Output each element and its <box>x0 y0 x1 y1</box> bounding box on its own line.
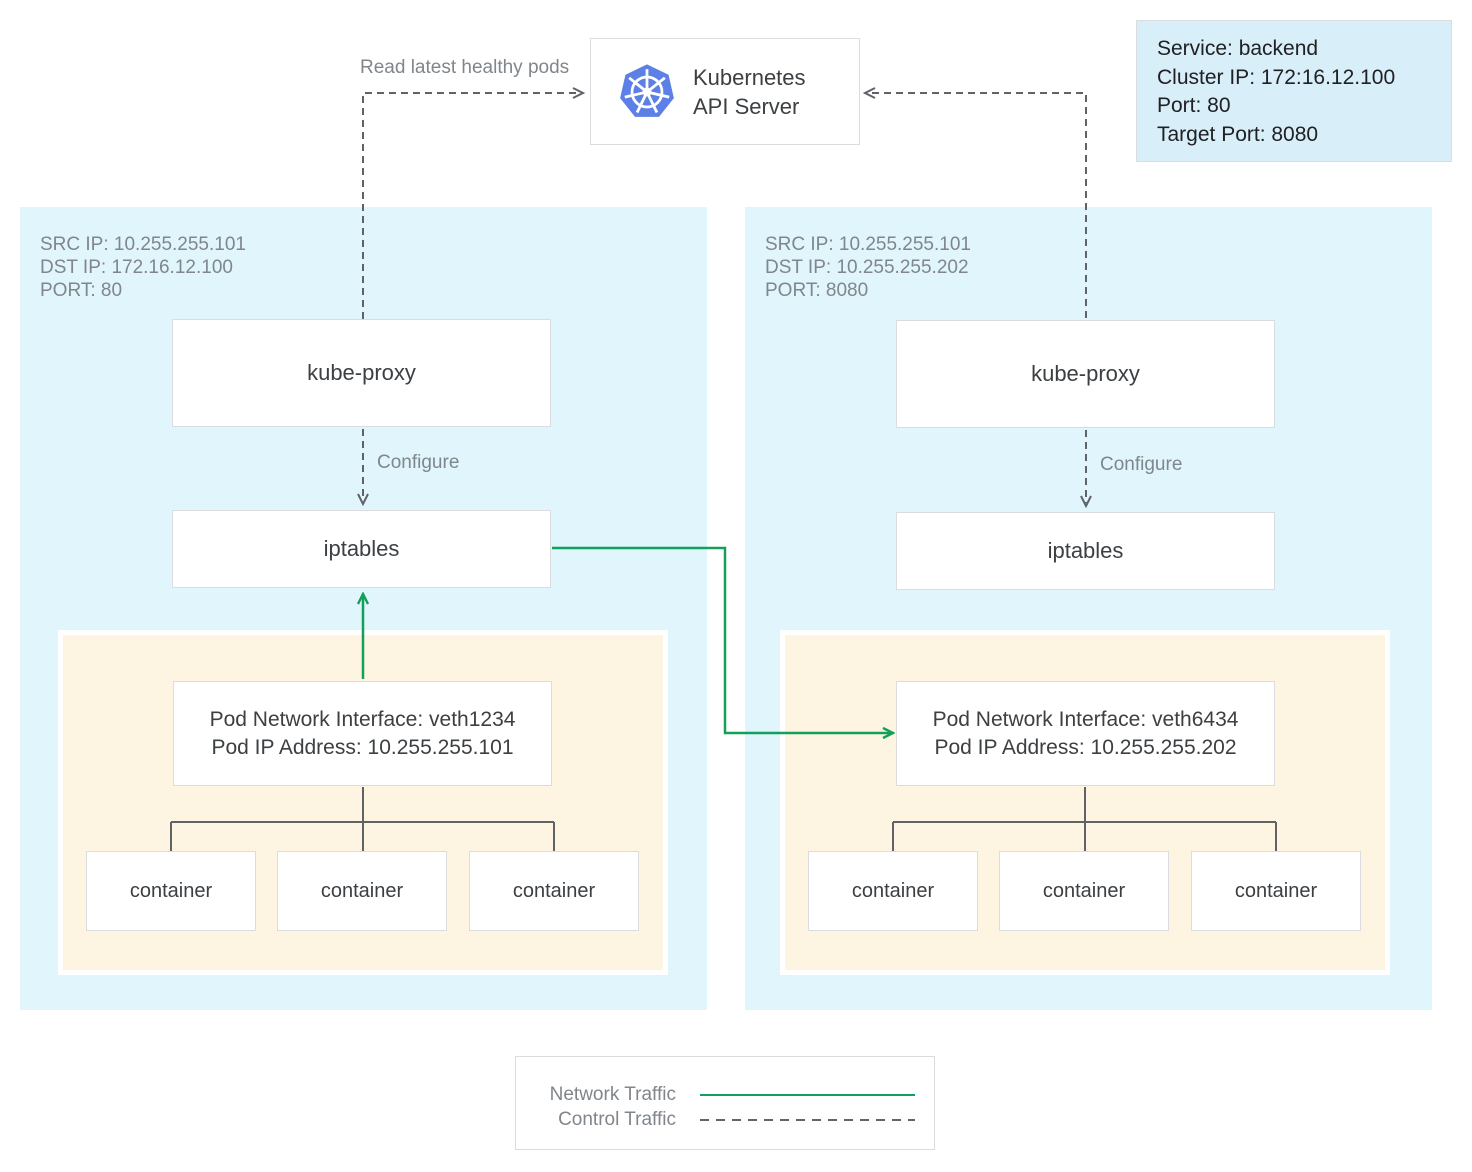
legend-network-label: Network Traffic <box>549 1083 676 1105</box>
legend: Network Traffic Control Traffic <box>515 1056 935 1150</box>
container-box: container <box>808 851 978 931</box>
legend-row-control: Control Traffic <box>516 1107 934 1132</box>
pod-ip-address: Pod IP Address: 10.255.255.101 <box>211 735 514 759</box>
pod-right: Pod Network Interface: veth6434 Pod IP A… <box>785 635 1385 970</box>
service-info-box: Service: backend Cluster IP: 172:16.12.1… <box>1136 20 1452 162</box>
container-box: container <box>277 851 447 931</box>
service-target-port: Target Port: 8080 <box>1157 122 1319 146</box>
node-left: SRC IP: 10.255.255.101 DST IP: 172.16.12… <box>20 207 707 1010</box>
pod-interface-name: Pod Network Interface: veth1234 <box>209 707 516 731</box>
dst-ip: DST IP: 172.16.12.100 <box>40 257 233 278</box>
dst-ip: DST IP: 10.255.255.202 <box>765 257 969 278</box>
container-box: container <box>1191 851 1361 931</box>
kube-proxy-box-right: kube-proxy <box>896 320 1275 428</box>
node-right-packet-info: SRC IP: 10.255.255.101 DST IP: 10.255.25… <box>765 233 971 302</box>
pod-interface-name: Pod Network Interface: veth6434 <box>932 707 1239 731</box>
kubernetes-api-server-box: Kubernetes API Server <box>590 38 860 145</box>
pod-left: Pod Network Interface: veth1234 Pod IP A… <box>63 635 663 970</box>
src-ip: SRC IP: 10.255.255.101 <box>765 234 971 255</box>
service-name: Service: backend <box>1157 37 1319 60</box>
service-cluster-ip: Cluster IP: 172:16.12.100 <box>1157 65 1396 89</box>
iptables-box-left: iptables <box>172 510 551 588</box>
src-ip: SRC IP: 10.255.255.101 <box>40 234 246 255</box>
container-box: container <box>469 851 639 931</box>
legend-control-label: Control Traffic <box>558 1108 676 1130</box>
configure-label-left: Configure <box>377 452 460 473</box>
node-right: SRC IP: 10.255.255.101 DST IP: 10.255.25… <box>745 207 1432 1010</box>
read-latest-healthy-pods-label: Read latest healthy pods <box>360 57 570 78</box>
node-left-packet-info: SRC IP: 10.255.255.101 DST IP: 172.16.12… <box>40 233 246 302</box>
kube-proxy-box-left: kube-proxy <box>172 319 551 427</box>
network-traffic-line-sample <box>700 1093 915 1096</box>
iptables-box-right: iptables <box>896 512 1275 590</box>
pod-network-interface-right: Pod Network Interface: veth6434 Pod IP A… <box>896 681 1275 786</box>
pod-ip-address: Pod IP Address: 10.255.255.202 <box>934 735 1237 759</box>
api-server-label: Kubernetes API Server <box>693 64 806 119</box>
container-box: container <box>86 851 256 931</box>
configure-label-right: Configure <box>1100 454 1183 475</box>
control-traffic-line-sample <box>700 1118 915 1121</box>
port: PORT: 80 <box>40 280 123 301</box>
container-box: container <box>999 851 1169 931</box>
pod-network-interface-left: Pod Network Interface: veth1234 Pod IP A… <box>173 681 552 786</box>
legend-row-network: Network Traffic <box>516 1082 934 1107</box>
port: PORT: 8080 <box>765 280 869 301</box>
service-port: Port: 80 <box>1157 94 1231 117</box>
kubernetes-icon <box>620 63 674 117</box>
